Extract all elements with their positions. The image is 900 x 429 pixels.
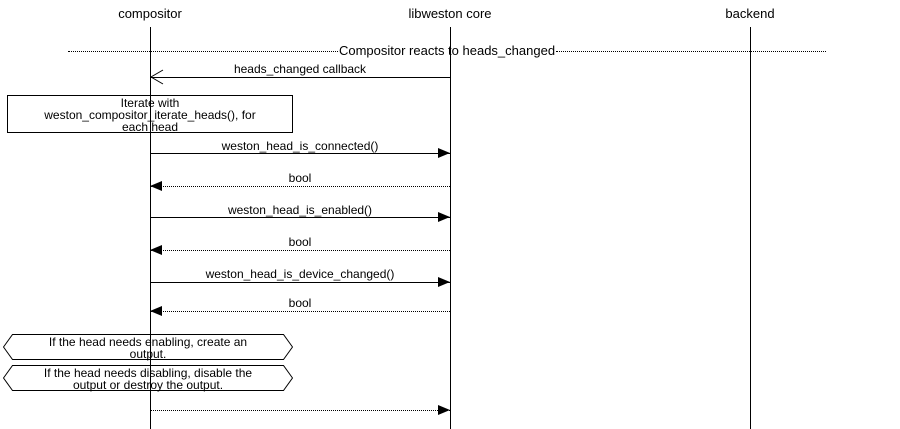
lifeline-backend (750, 27, 751, 429)
divider-compositor-reacts: Compositor reacts to heads_changed (68, 43, 827, 58)
msg-heads-changed-callback-line (150, 77, 450, 78)
msg-head-is-device-changed-label: weston_head_is_device_changed() (205, 267, 395, 281)
filled-arrowhead-right-icon (438, 212, 450, 222)
msg-head-is-enabled-line (150, 217, 450, 218)
msg-head-is-connected-label: weston_head_is_connected() (221, 139, 379, 153)
msg-bool-return-1-line (150, 186, 450, 187)
filled-arrowhead-left-icon (150, 306, 162, 316)
actor-label-libweston-core: libweston core (408, 6, 492, 21)
actor-label-compositor: compositor (118, 6, 182, 21)
hexagon-outline (3, 334, 293, 360)
msg-bool-return-1-label: bool (288, 171, 312, 185)
note-disabling-line2: output or destroy the output. (72, 378, 224, 392)
note-enabling-line1: If the head needs enabling, create an (48, 335, 248, 349)
note-iterate-heads-line3: each head (121, 120, 179, 134)
filled-arrowhead-left-icon (150, 181, 162, 191)
msg-heads-changed-callback-label: heads_changed callback (233, 62, 367, 76)
msg-head-is-enabled-label: weston_head_is_enabled() (227, 203, 373, 217)
note-head-needs-disabling: If the head needs disabling, disable the… (3, 365, 293, 391)
divider-line-left (68, 50, 338, 52)
filled-arrowhead-right-icon (438, 277, 450, 287)
lifeline-libweston-core (450, 27, 451, 429)
note-head-needs-enabling: If the head needs enabling, create an ou… (3, 334, 293, 360)
msg-bool-return-2-label: bool (288, 235, 312, 249)
note-disabling-line1: If the head needs disabling, disable the (43, 366, 253, 380)
hexagon-outline (3, 365, 293, 391)
note-iterate-heads: Iterate with weston_compositor_iterate_h… (7, 95, 293, 133)
msg-bool-return-2-line (150, 250, 450, 251)
actor-label-backend: backend (725, 6, 775, 21)
divider-label: Compositor reacts to heads_changed (338, 43, 556, 58)
msg-bool-return-3-line (150, 311, 450, 312)
lifeline-compositor (150, 27, 151, 429)
msg-head-is-device-changed-line (150, 282, 450, 283)
divider-line-right (556, 50, 827, 52)
note-iterate-heads-line2: weston_compositor_iterate_heads(), for (44, 108, 256, 122)
open-arrowhead-left-icon (150, 69, 164, 85)
note-iterate-heads-line1: Iterate with (120, 96, 180, 110)
msg-bool-return-3-label: bool (288, 296, 312, 310)
note-enabling-line2: output. (129, 347, 167, 361)
msg-unlabeled-return-line (150, 410, 450, 411)
filled-arrowhead-right-icon (438, 148, 450, 158)
msg-head-is-connected-line (150, 153, 450, 154)
filled-arrowhead-right-icon (438, 405, 450, 415)
filled-arrowhead-left-icon (150, 245, 162, 255)
